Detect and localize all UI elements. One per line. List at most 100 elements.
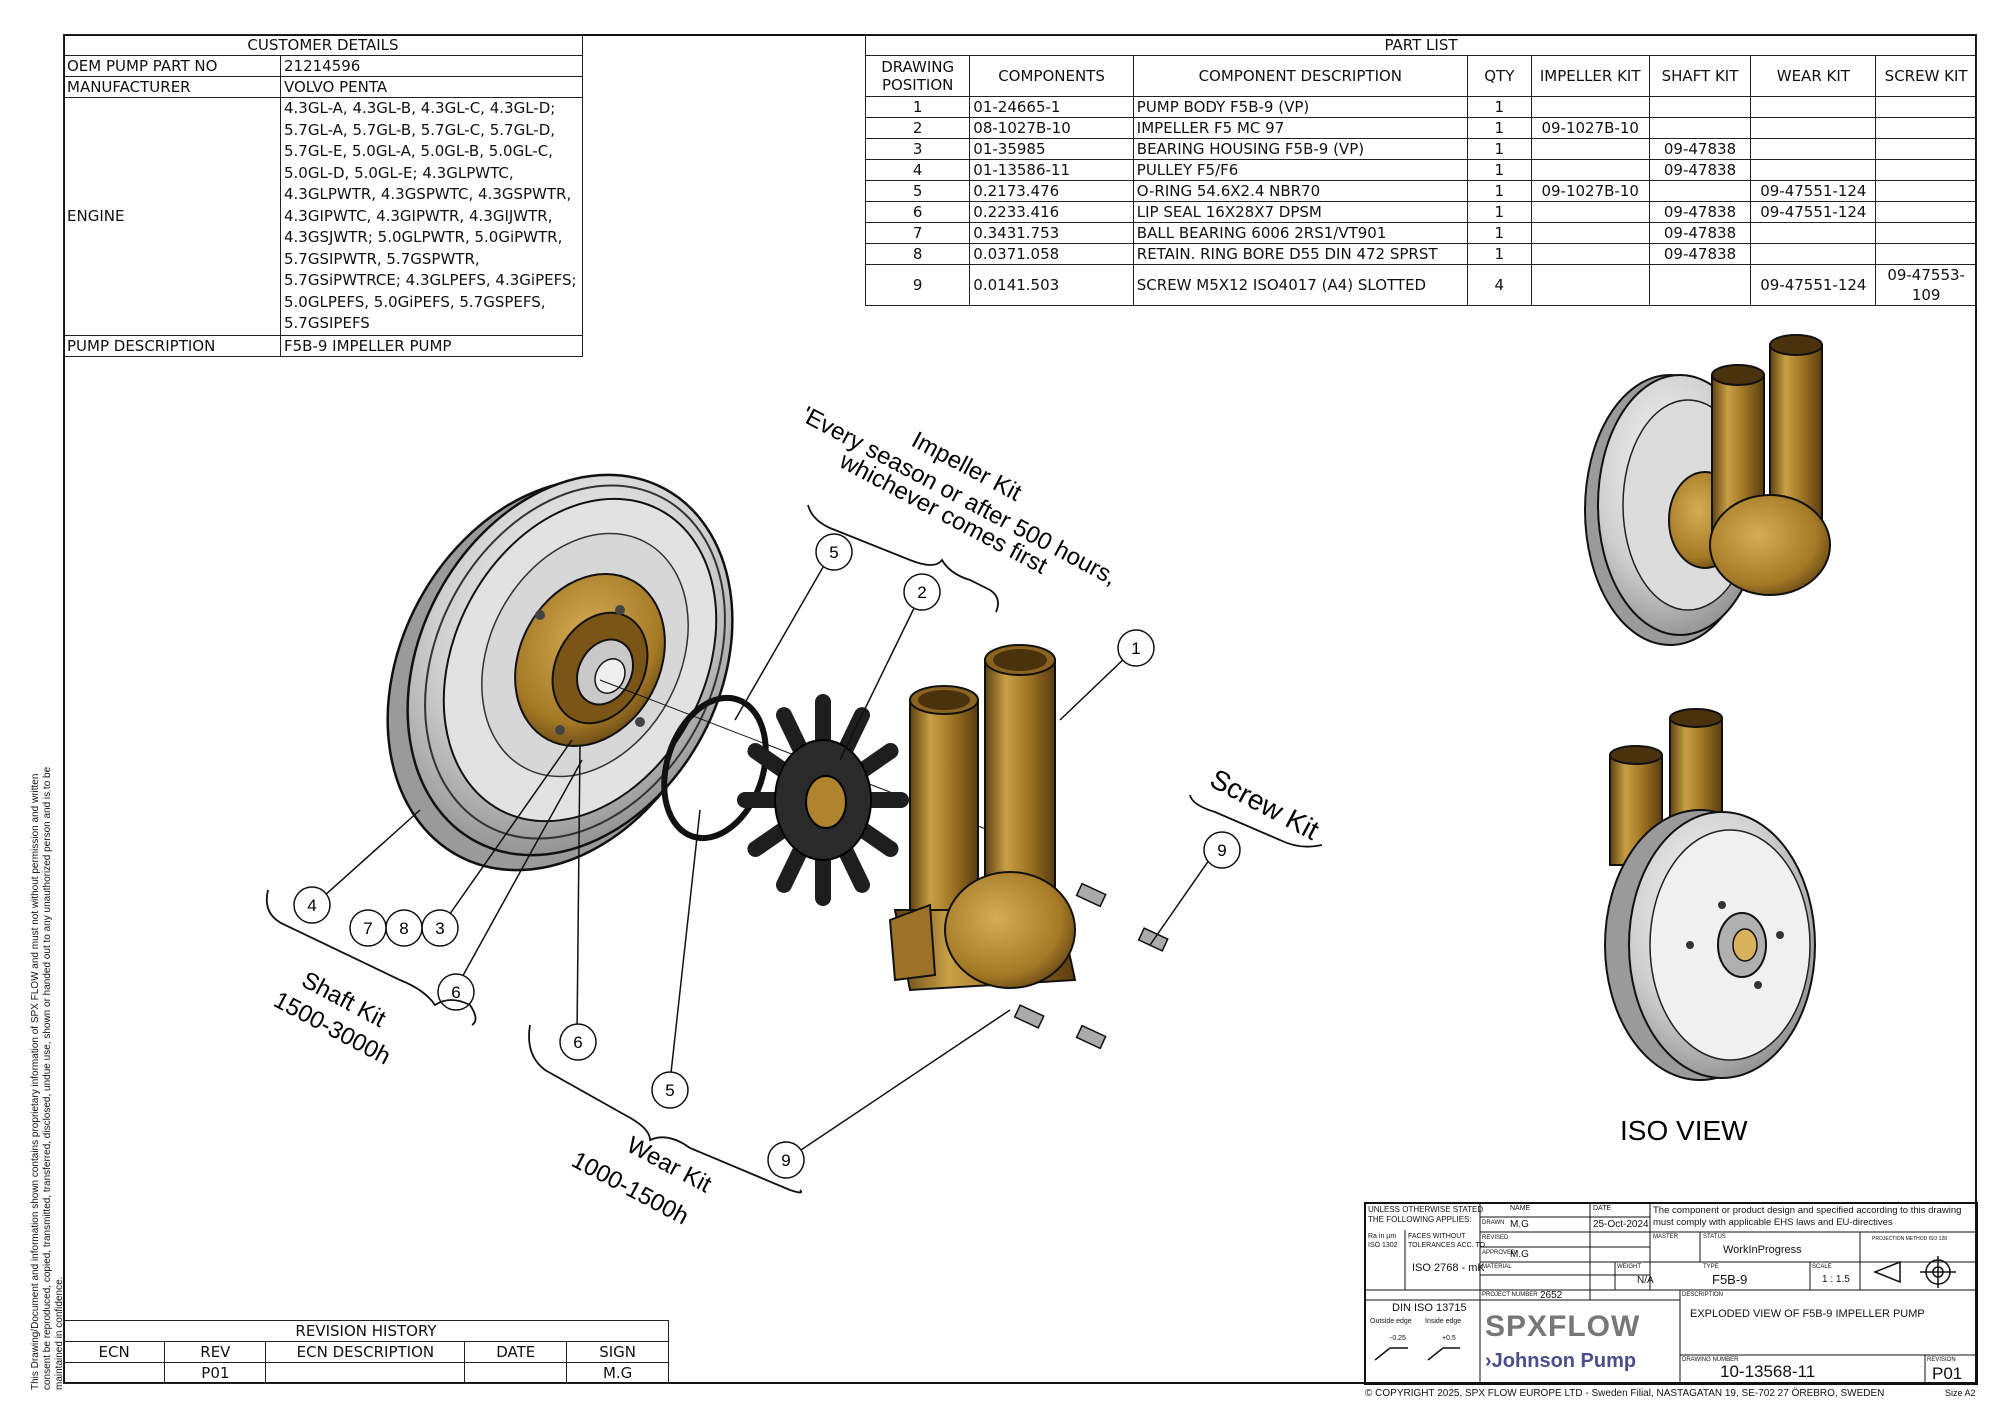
tb-type-label: TYPE [1703,1264,1719,1270]
balloon-circle [815,533,853,571]
part-list-cell: 09-47838 [1648,159,1752,181]
balloon-label: 5 [665,1081,674,1100]
rev-col-desc: ECN DESCRIPTION [265,1341,466,1363]
tb-date-label: DATE [1593,1205,1612,1212]
tb-description: EXPLODED VIEW OF F5B-9 IMPELLER PUMP [1690,1308,1925,1320]
pump-description-value: F5B-9 IMPELLER PUMP [280,334,583,357]
part-list-col-header: IMPELLER KIT [1530,55,1650,97]
part-list-cell: 08-1027B-10 [969,117,1134,139]
balloon-circle [293,886,331,924]
rev-col-ecn: ECN [62,1341,166,1363]
tb-compliance: The component or product design and spec… [1653,1205,1962,1228]
tb-drawn-name: M.G [1510,1219,1529,1230]
tb-status: WorkInProgress [1723,1244,1802,1256]
balloon-circle [349,909,387,947]
tb-name-label: NAME [1510,1205,1531,1212]
spxflow-logo: SPXFLOW [1485,1310,1641,1343]
manufacturer-value: VOLVO PENTA [280,76,583,98]
manufacturer-label: MANUFACTURER [63,76,281,98]
tb-drawn-date: 25-Oct-2024 [1593,1219,1649,1230]
tb-revised-label: REVISED [1482,1235,1509,1241]
confidentiality-note: This Drawing/Document and information sh… [30,766,65,1390]
tb-outside-edge: Outside edge [1370,1318,1412,1325]
tb-general-1: UNLESS OTHERWISE STATED [1368,1205,1484,1214]
impeller-insert [805,775,847,829]
rev-col-sign: SIGN [566,1341,669,1363]
part-list-cell: 09-47838 [1648,222,1752,244]
tb-ra-2: ISO 1302 [1368,1242,1398,1249]
tb-inside-val: +0.5 [1442,1335,1456,1342]
tb-faces-2: TOLERANCES ACC. TO [1408,1242,1486,1249]
rev-date-value [464,1362,568,1384]
part-list-col-header: COMPONENT DESCRIPTION [1132,55,1468,97]
part-list-cell: 09-47553-109 [1875,264,1977,306]
screw [1013,882,1169,1050]
part-list-cell: 09-1027B-10 [1530,180,1650,202]
rev-sign-value: M.G [566,1362,669,1384]
balloon-label: 4 [307,896,316,915]
part-list-cell: 09-47551-124 [1750,264,1877,306]
tb-status-label: STATUS [1703,1234,1726,1240]
impeller [737,694,909,906]
engine-label: ENGINE [63,97,281,336]
iso-view-bottom [1604,708,1816,1081]
tb-din: DIN ISO 13715 [1392,1302,1467,1314]
part-list-cell: LIP SEAL 16X28X7 DPSM [1132,201,1468,223]
oem-part-label: OEM PUMP PART NO [63,55,281,77]
tb-description-label: DESCRIPTION [1682,1292,1724,1298]
balloon-circle [1117,629,1155,667]
revision-history-table: REVISION HISTORY ECN REV ECN DESCRIPTION… [62,1320,669,1384]
tb-drawing-number: 10-13568-11 [1720,1362,1816,1381]
o-ring [661,694,769,842]
part-list-cell: 9 [864,264,971,306]
part-list-col-header: WEAR KIT [1750,55,1877,97]
tb-master-label: MASTER [1653,1234,1679,1240]
balloon-label: 9 [1217,841,1226,860]
rev-rev-value: P01 [164,1362,267,1384]
part-list-cell: O-RING 54.6X2.4 NBR70 [1132,180,1468,202]
balloon-label: 7 [363,919,372,938]
projection-symbol-icon [1872,1256,1956,1288]
size-label: Size [1945,1388,1963,1398]
part-list-cell: 0.0141.503 [969,264,1134,306]
tb-scale: 1 : 1.5 [1822,1274,1850,1285]
balloon-label: 6 [451,983,460,1002]
balloon-label: 9 [781,1151,790,1170]
tb-projection-label: PROJECTION METHOD ISO 128 [1872,1236,1948,1242]
balloon-label: 5 [829,543,838,562]
balloon-label: 2 [917,583,926,602]
tb-approved-label: APPROVED [1482,1250,1516,1256]
part-list-col-header: SHAFT KIT [1648,55,1752,97]
iso-view-label: ISO VIEW [1620,1115,1748,1146]
edge-symbols-icon [1374,1347,1460,1361]
part-list-col-header: QTY [1466,55,1532,97]
johnson-pump-logo-text: Johnson Pump [1491,1350,1637,1372]
customer-details-table: CUSTOMER DETAILS OEM PUMP PART NO 212145… [63,34,583,357]
balloon-circle [559,1023,597,1061]
part-list-cell: 0.2173.476 [969,180,1134,202]
tb-faces-1: FACES WITHOUT [1408,1233,1466,1240]
part-list-cell: 4 [1466,264,1532,306]
tb-drawing-number-label: DRAWING NUMBER [1682,1357,1739,1363]
chevron-right-icon: › [1485,1350,1492,1372]
tb-ra-1: Ra in µm [1368,1233,1397,1240]
part-list-cell: 0.2233.416 [969,201,1134,223]
copyright: © COPYRIGHT 2025, SPX FLOW EUROPE LTD - … [1365,1388,1885,1399]
tb-project: 2652 [1540,1290,1563,1301]
part-list-cell: 09-47551-124 [1750,180,1877,202]
tb-type: F5B-9 [1712,1272,1748,1287]
part-list-cell: SCREW M5X12 ISO4017 (A4) SLOTTED [1132,264,1468,306]
part-list-cell: 1 [1466,222,1532,244]
part-list-cell: 0.3431.753 [969,222,1134,244]
rev-ecn-value [62,1362,166,1384]
